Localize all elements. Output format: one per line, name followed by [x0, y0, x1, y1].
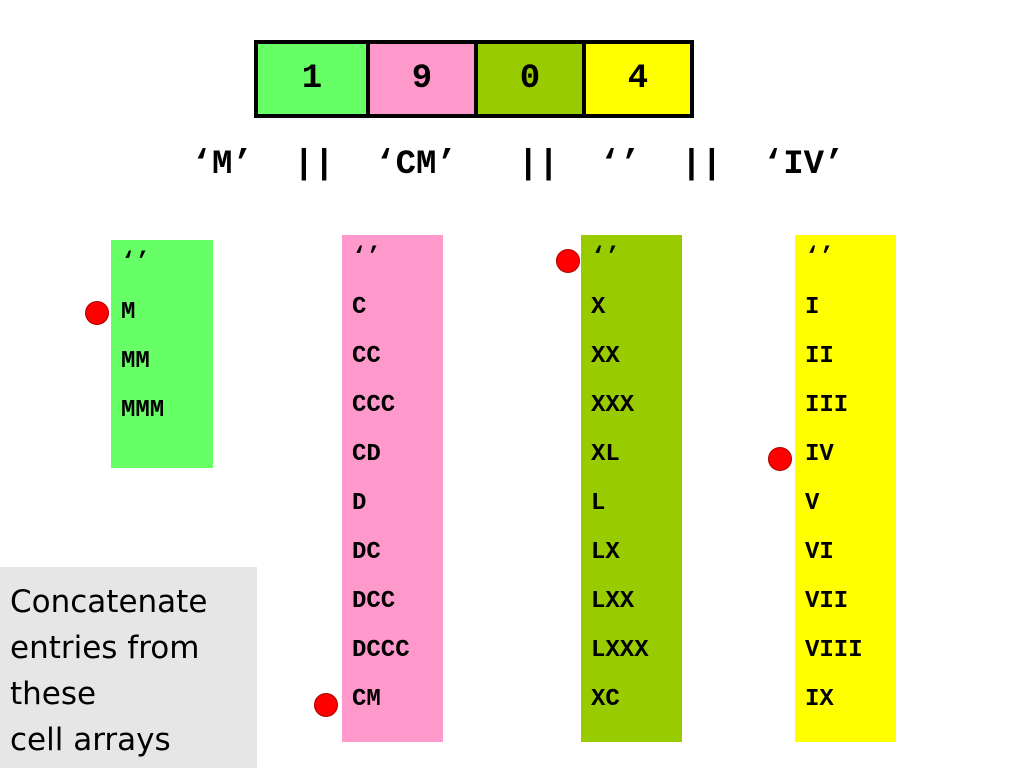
selection-marker-hundreds: [314, 693, 338, 717]
cell-entry: CD: [352, 441, 381, 468]
cell-entry: ‘’: [121, 249, 150, 276]
cell-entry: I: [805, 294, 820, 321]
caption-line: these: [10, 676, 97, 712]
cell-entry: DC: [352, 539, 381, 566]
cell-entry: ‘’: [352, 244, 381, 271]
caption-box: Concatenate entries from these cell arra…: [0, 567, 257, 768]
cell-entry: DCC: [352, 588, 396, 615]
cell-entry: C: [352, 294, 367, 321]
ones-cell-array: ‘’ I II III IV V VI VII VIII IX: [795, 235, 896, 742]
hundreds-cell-array: ‘’ C CC CCC CD D DC DCC DCCC CM: [342, 235, 443, 742]
concatenation-expression: ‘M’ || ‘CM’ || ‘’ || ‘IV’: [191, 146, 845, 184]
selection-marker-tens: [556, 249, 580, 273]
cell-entry: ‘’: [805, 244, 834, 271]
tens-cell-array: ‘’ X XX XXX XL L LX LXX LXXX XC: [581, 235, 682, 742]
cell-entry: M: [121, 299, 136, 326]
thousands-cell-array: ‘’ M MM MMM: [111, 240, 213, 468]
cell-entry: VI: [805, 539, 834, 566]
digit-boxes: 1 9 0 4: [254, 40, 694, 118]
caption-line: entries from: [10, 630, 200, 666]
cell-entry: XL: [591, 441, 620, 468]
cell-entry: II: [805, 343, 834, 370]
caption-line: cell arrays: [10, 722, 171, 758]
cell-entry: CM: [352, 686, 381, 713]
cell-entry: IX: [805, 686, 834, 713]
selection-marker-thousands: [85, 301, 109, 325]
digit-box-thousands: 1: [258, 44, 366, 114]
cell-entry: XX: [591, 343, 620, 370]
digit-box-hundreds: 9: [366, 44, 474, 114]
digit-box-tens: 0: [474, 44, 582, 114]
cell-entry: DCCC: [352, 637, 410, 664]
cell-entry: X: [591, 294, 606, 321]
cell-entry: L: [591, 490, 606, 517]
cell-entry: D: [352, 490, 367, 517]
cell-entry: XXX: [591, 392, 635, 419]
selection-marker-ones: [768, 447, 792, 471]
cell-entry: LX: [591, 539, 620, 566]
caption-line: Concatenate: [10, 584, 208, 620]
cell-entry: III: [805, 392, 849, 419]
cell-entry: MMM: [121, 397, 165, 424]
cell-entry: IV: [805, 441, 834, 468]
cell-entry: V: [805, 490, 820, 517]
cell-entry: ‘’: [591, 244, 620, 271]
cell-entry: XC: [591, 686, 620, 713]
cell-entry: MM: [121, 348, 150, 375]
cell-entry: VII: [805, 588, 849, 615]
cell-entry: LXX: [591, 588, 635, 615]
cell-entry: VIII: [805, 637, 863, 664]
cell-entry: CCC: [352, 392, 396, 419]
cell-entry: CC: [352, 343, 381, 370]
cell-entry: LXXX: [591, 637, 649, 664]
digit-box-ones: 4: [582, 44, 690, 114]
